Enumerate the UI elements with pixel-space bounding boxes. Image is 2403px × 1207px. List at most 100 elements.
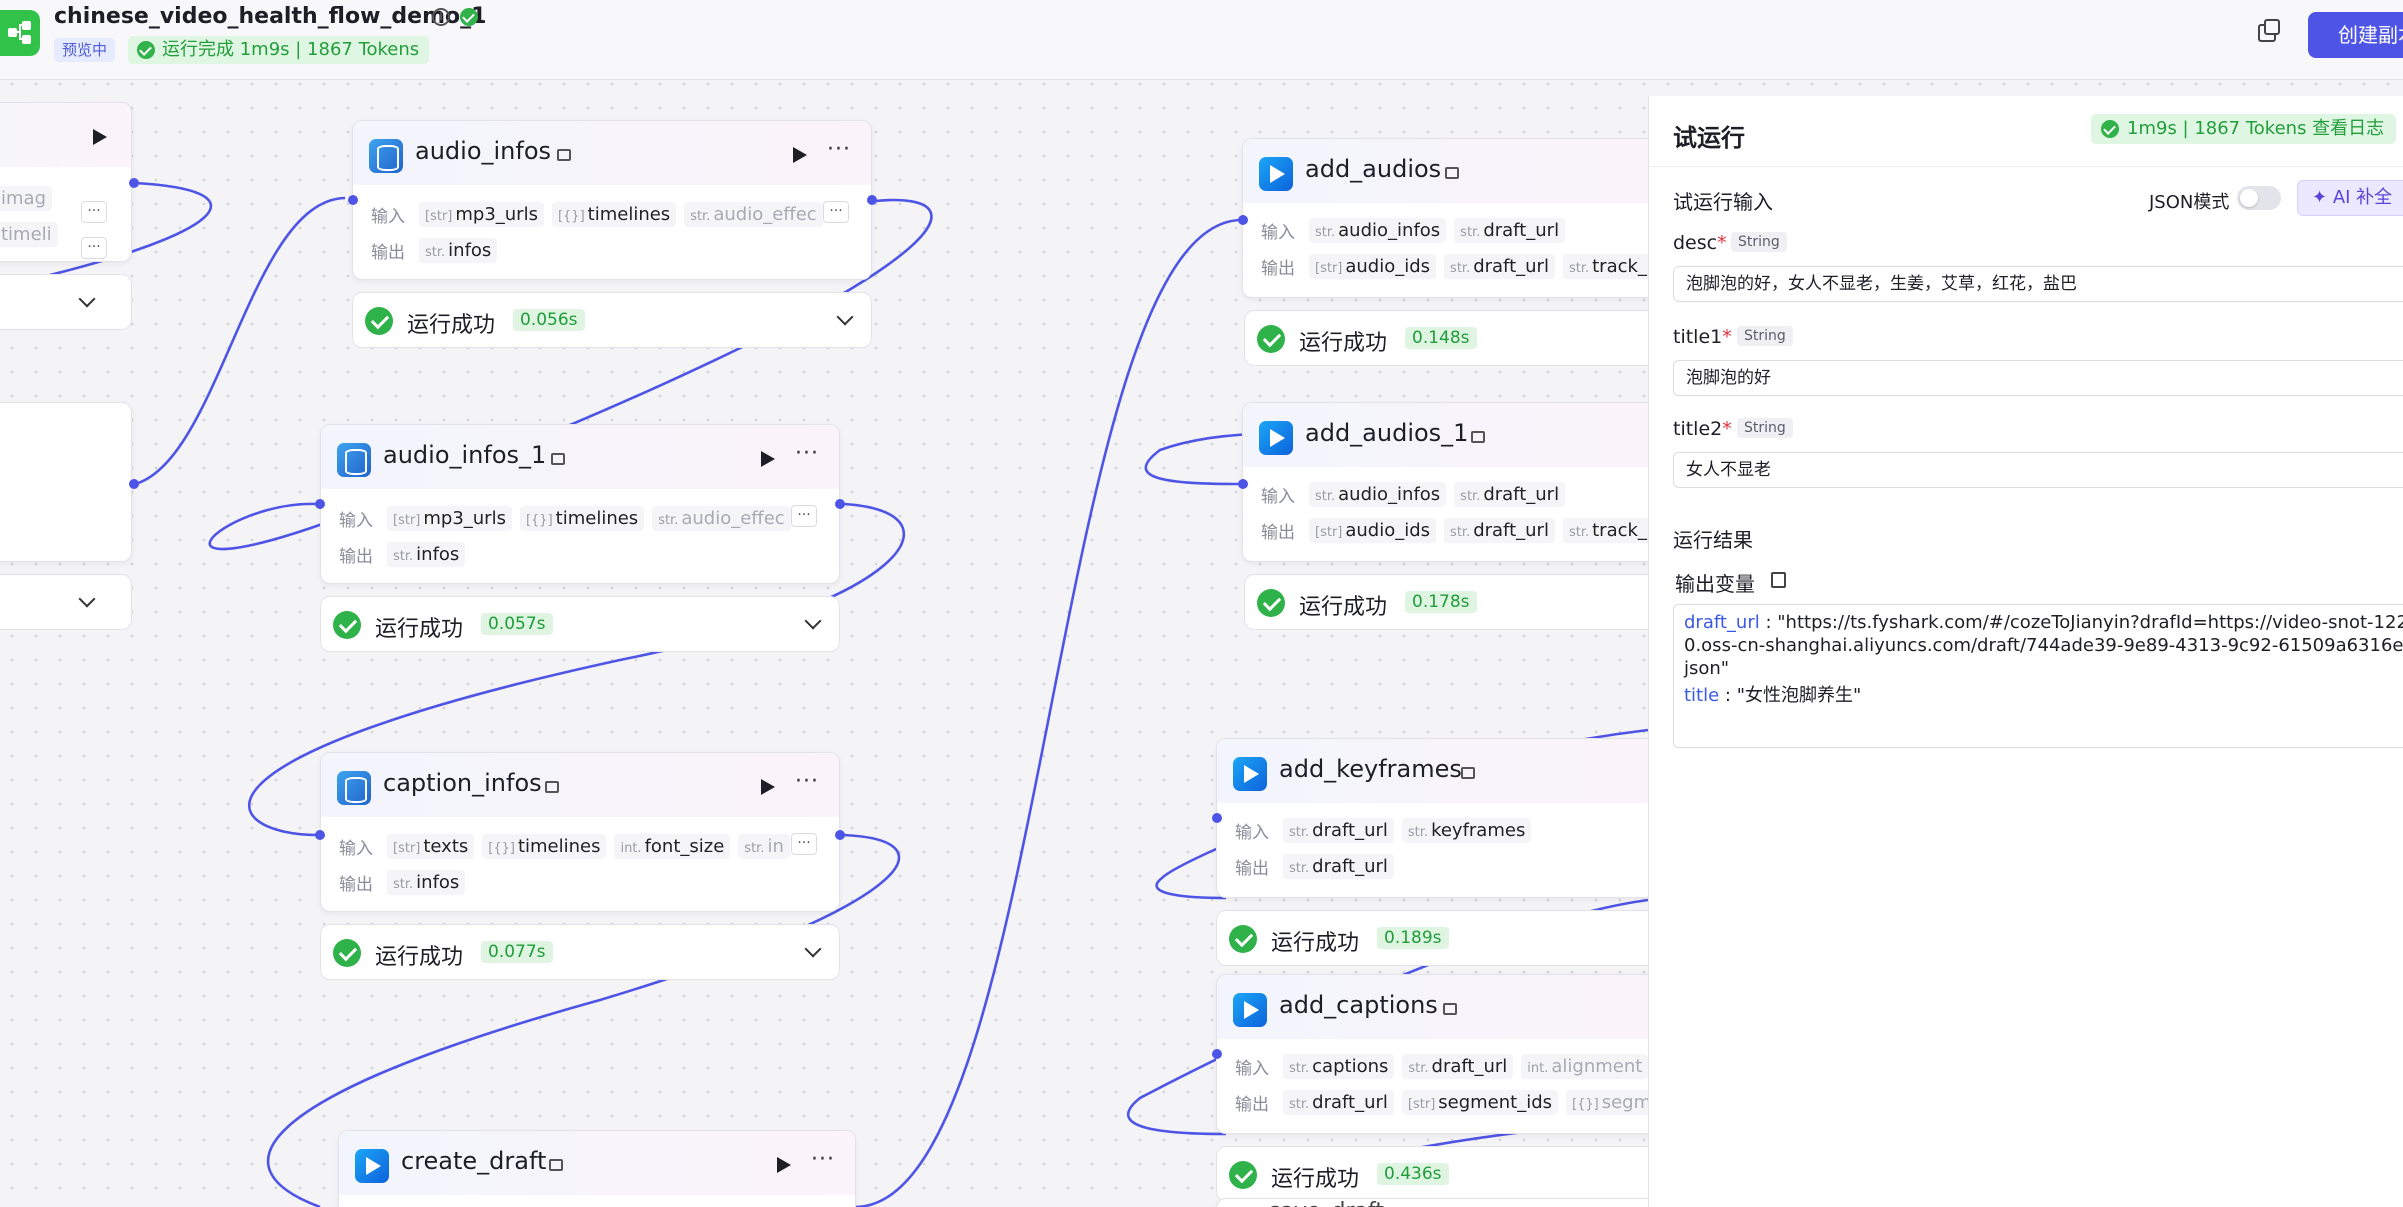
check-circle-icon <box>137 41 155 59</box>
node-status-card[interactable]: 运行成功 0.189s <box>1216 910 1648 966</box>
edge <box>854 218 1243 1207</box>
param-output: str.draft_url <box>1444 517 1555 543</box>
input-section-title: 试运行输入 <box>1673 190 1773 214</box>
more-params-button[interactable]: ··· <box>791 833 817 855</box>
title2-input[interactable]: 女人不显老 <box>1673 452 2403 488</box>
plugin-icon <box>1445 167 1459 179</box>
run-icon[interactable] <box>793 147 807 163</box>
node-title: create_draft <box>401 1147 547 1175</box>
run-icon[interactable] <box>93 129 107 145</box>
output-value: "https://ts.fyshark.com/#/cozeToJianyin?… <box>1684 612 2403 679</box>
run-icon[interactable] <box>761 451 775 467</box>
input-port[interactable] <box>315 499 325 509</box>
node-status-card[interactable]: 运行成功 0.436s <box>1216 1146 1648 1202</box>
more-params-button[interactable]: ··· <box>81 201 107 223</box>
output-port[interactable] <box>835 499 845 509</box>
workflow-title[interactable]: chinese_video_health_flow_demo_1 <box>54 4 487 29</box>
panel-run-status[interactable]: 1m9s | 1867 Tokens 查看日志 <box>2091 114 2397 144</box>
preview-badge: 预览中 <box>54 38 116 62</box>
input-port[interactable] <box>315 830 325 840</box>
node-audio-infos-1[interactable]: audio_infos_1 ··· 输入 [str]mp3_urls [{}]t… <box>320 424 840 584</box>
node-add-captions[interactable]: add_captions 输入 str.captions str.draft_u… <box>1216 974 1648 1134</box>
run-status-badge[interactable]: 运行完成 1m9s | 1867 Tokens <box>128 36 430 64</box>
title1-input[interactable]: 泡脚泡的好 <box>1673 360 2403 396</box>
output-port[interactable] <box>835 830 845 840</box>
input-port[interactable] <box>1238 479 1248 489</box>
run-status-text: 运行完成 1m9s | 1867 Tokens <box>162 39 420 60</box>
node-save-draft[interactable]: save_draft <box>1216 1198 1648 1207</box>
edge <box>134 196 346 486</box>
chevron-down-icon[interactable] <box>78 590 96 608</box>
status-text: 运行成功 <box>375 617 464 642</box>
more-icon[interactable]: ··· <box>811 1147 835 1172</box>
chevron-down-icon[interactable] <box>804 940 822 958</box>
more-params-button[interactable]: ··· <box>823 201 849 223</box>
info-icon[interactable]: i <box>432 8 450 26</box>
field-label-title2: title2* <box>1673 418 1732 440</box>
partial-status-card[interactable] <box>0 274 132 330</box>
output-label: 输出 <box>339 874 373 895</box>
check-circle-icon <box>2101 120 2119 138</box>
node-title: audio_infos_1 <box>383 441 547 469</box>
json-mode-toggle[interactable] <box>2237 186 2281 210</box>
more-icon[interactable]: ··· <box>795 441 819 466</box>
copy-icon[interactable] <box>1771 572 1786 588</box>
check-circle-icon <box>333 611 361 639</box>
output-result-box: draft_url : "https://ts.fyshark.com/#/co… <box>1673 604 2403 748</box>
input-port[interactable] <box>1238 215 1248 225</box>
ai-complete-button[interactable]: ✦ AI 补全 <box>2297 180 2403 216</box>
check-circle-icon <box>1229 925 1257 953</box>
node-audio-infos[interactable]: audio_infos ··· 输入 [str]mp3_urls [{}]tim… <box>352 120 872 280</box>
output-port[interactable] <box>129 178 139 188</box>
more-params-button[interactable]: ··· <box>791 505 817 527</box>
node-status-card[interactable]: 运行成功 0.057s <box>320 596 840 652</box>
partial-status-card[interactable] <box>0 574 132 630</box>
node-status-card[interactable]: 运行成功 0.077s <box>320 924 840 980</box>
more-icon[interactable]: ··· <box>795 769 819 794</box>
output-key: title <box>1684 685 1720 706</box>
run-icon[interactable] <box>761 779 775 795</box>
node-status-card[interactable]: 运行成功 0.178s <box>1244 574 1648 630</box>
plugin-icon <box>549 1159 563 1171</box>
node-title: save_draft <box>1269 1199 1384 1207</box>
node-add-audios[interactable]: add_audios 输入 str.audio_infos str.draft_… <box>1242 138 1648 298</box>
node-status-card[interactable]: 运行成功 0.148s <box>1244 310 1648 366</box>
output-port[interactable] <box>129 479 139 489</box>
workflow-canvas[interactable]: imag timeli ··· ··· audio_infos ··· 输入 [… <box>0 80 1648 1207</box>
param-input: [str]mp3_urls <box>387 505 512 531</box>
duration-badge: 0.148s <box>1405 327 1477 349</box>
param-input: [str]mp3_urls <box>419 201 544 227</box>
partial-node-top[interactable]: imag timeli ··· ··· <box>0 102 132 262</box>
chevron-down-icon[interactable] <box>78 290 96 308</box>
more-params-button[interactable]: ··· <box>81 237 107 259</box>
param-input: str.draft_url <box>1454 481 1566 507</box>
output-label: 输出 <box>1235 1094 1269 1115</box>
input-port[interactable] <box>1212 813 1222 823</box>
desc-input[interactable]: 泡脚泡的好，女人不显老，生姜，艾草，红花，盐巴 <box>1673 266 2403 302</box>
node-title: add_captions <box>1279 991 1438 1019</box>
partial-node-middle[interactable] <box>0 402 132 562</box>
output-port[interactable] <box>867 195 877 205</box>
create-copy-button[interactable]: 创建副本 <box>2308 12 2403 58</box>
panel-status-text: 1m9s | 1867 Tokens 查看日志 <box>2127 118 2385 139</box>
run-icon[interactable] <box>777 1157 791 1173</box>
node-status-card[interactable]: 运行成功 0.056s <box>352 292 872 348</box>
edge <box>266 833 901 1207</box>
chevron-down-icon[interactable] <box>804 612 822 630</box>
node-add-keyframes[interactable]: add_keyframes 输入 str.draft_url str.keyfr… <box>1216 738 1648 898</box>
plugin-icon <box>557 149 571 161</box>
check-circle-icon <box>1257 589 1285 617</box>
database-icon <box>337 771 371 805</box>
chevron-down-icon[interactable] <box>836 308 854 326</box>
more-icon[interactable]: ··· <box>827 137 851 162</box>
input-port[interactable] <box>348 195 358 205</box>
copy-icon[interactable] <box>2258 19 2280 42</box>
input-port[interactable] <box>1212 1049 1222 1059</box>
status-text: 运行成功 <box>1271 1167 1360 1192</box>
node-caption-infos[interactable]: caption_infos ··· 输入 [str]texts [{}]time… <box>320 752 840 912</box>
param-input: str.draft_url <box>1283 817 1394 843</box>
test-run-panel: 试运行 1m9s | 1867 Tokens 查看日志 试运行输入 JSON模式… <box>1648 96 2403 1207</box>
check-circle-icon <box>365 307 393 335</box>
node-add-audios-1[interactable]: add_audios_1 输入 str.audio_infos str.draf… <box>1242 402 1648 562</box>
node-create-draft[interactable]: create_draft ··· <box>338 1130 856 1207</box>
